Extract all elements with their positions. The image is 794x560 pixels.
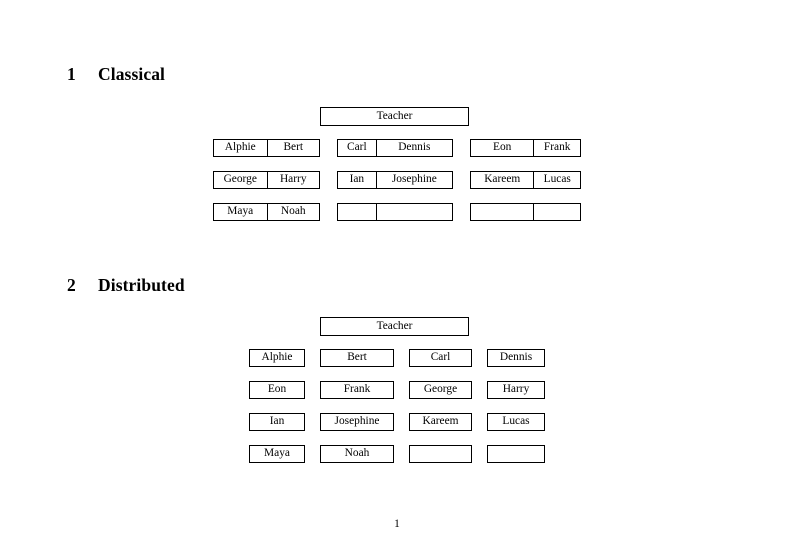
name-cell xyxy=(471,204,533,220)
name-cell: Noah xyxy=(266,204,320,220)
name-box: George xyxy=(409,381,472,399)
section-title: Classical xyxy=(98,64,166,84)
section-heading-distributed: 2 Distributed xyxy=(67,275,185,296)
name-cell: Eon xyxy=(493,141,512,154)
table-row: Eon Frank xyxy=(470,139,581,157)
table-row xyxy=(470,203,581,221)
section-number: 2 xyxy=(67,275,76,295)
name-cell: Alphie xyxy=(224,141,256,154)
name-cell: Josephine xyxy=(375,172,452,188)
name-cell: Dennis xyxy=(375,140,452,156)
table-row: George Harry xyxy=(213,171,320,189)
name-box: Dennis xyxy=(487,349,545,367)
name-box: Kareem xyxy=(409,413,472,431)
table-row: Kareem Lucas xyxy=(470,171,581,189)
name-cell: Bert xyxy=(266,140,320,156)
name-cell xyxy=(375,204,452,220)
name-box: Eon xyxy=(249,381,305,399)
name-cell: Lucas xyxy=(533,172,580,188)
table-row: Alphie Bert xyxy=(213,139,320,157)
name-cell: Carl xyxy=(347,141,367,154)
table-row xyxy=(337,203,453,221)
table-row: Maya Noah xyxy=(213,203,320,221)
name-box: Ian xyxy=(249,413,305,431)
name-box: Alphie xyxy=(249,349,305,367)
name-cell: George xyxy=(223,173,257,186)
teacher-box-classical: Teacher xyxy=(320,107,469,126)
name-cell xyxy=(338,204,376,220)
table-row: Carl Dennis xyxy=(337,139,453,157)
name-box: Bert xyxy=(320,349,394,367)
name-box: Frank xyxy=(320,381,394,399)
name-box: Harry xyxy=(487,381,545,399)
name-cell: Ian xyxy=(349,173,365,186)
name-cell: Harry xyxy=(266,172,320,188)
name-box: Maya xyxy=(249,445,305,463)
page-number: 1 xyxy=(394,518,400,530)
name-box: Carl xyxy=(409,349,472,367)
teacher-label: Teacher xyxy=(376,109,413,122)
section-heading-classical: 1 Classical xyxy=(67,64,165,85)
name-cell: Maya xyxy=(227,205,254,218)
name-box xyxy=(409,445,472,463)
name-box: Lucas xyxy=(487,413,545,431)
teacher-label: Teacher xyxy=(376,319,413,332)
name-cell xyxy=(533,204,580,220)
section-number: 1 xyxy=(67,64,76,84)
name-cell: Frank xyxy=(533,140,580,156)
name-box: Josephine xyxy=(320,413,394,431)
section-title: Distributed xyxy=(98,275,185,295)
name-box: Noah xyxy=(320,445,394,463)
teacher-box-distributed: Teacher xyxy=(320,317,469,336)
table-row: Ian Josephine xyxy=(337,171,453,189)
name-cell: Kareem xyxy=(484,173,521,186)
name-box xyxy=(487,445,545,463)
